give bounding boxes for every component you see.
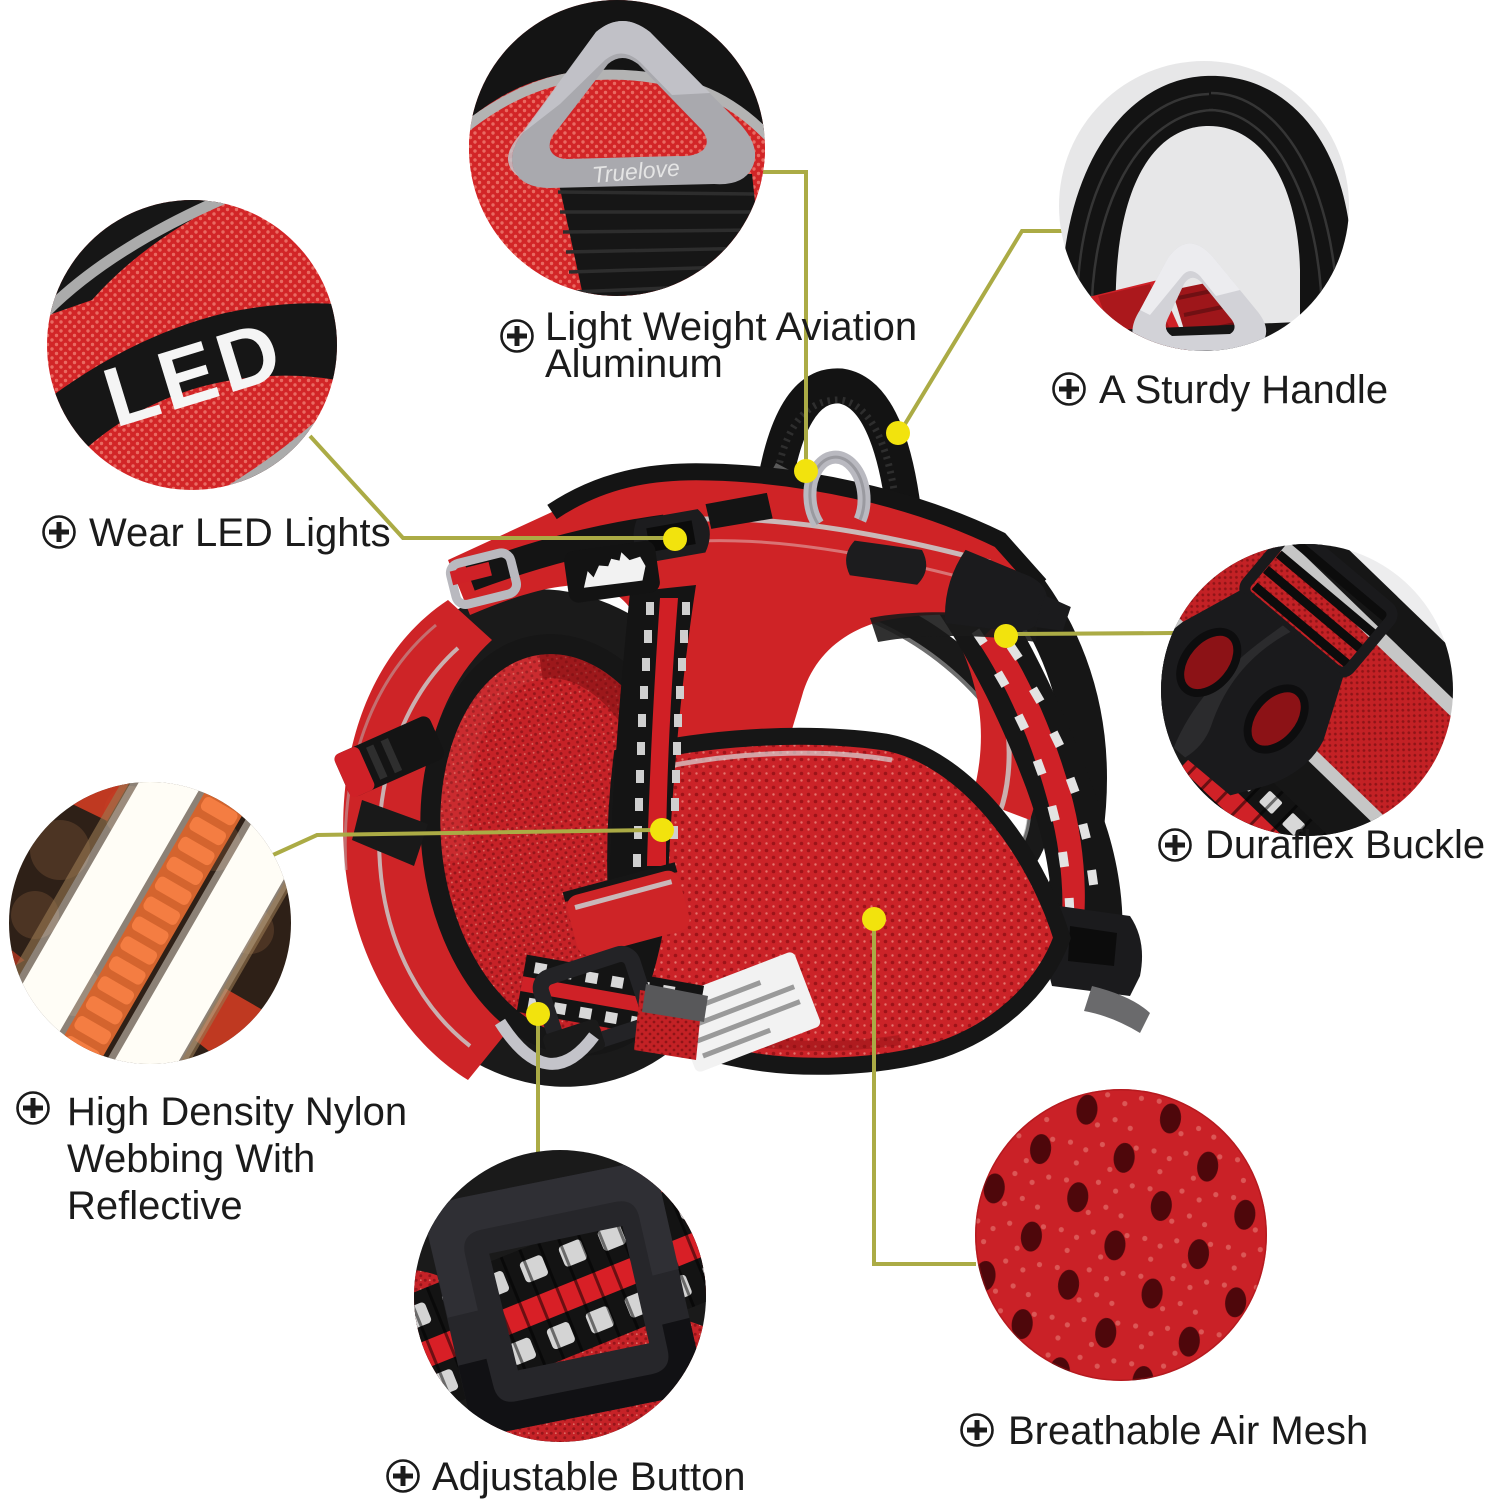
svg-text:Reflective: Reflective: [67, 1184, 243, 1228]
svg-text:Webbing With: Webbing With: [67, 1137, 315, 1181]
svg-text:A Sturdy Handle: A Sturdy Handle: [1099, 368, 1388, 412]
svg-text:Breathable Air Mesh: Breathable Air Mesh: [1008, 1409, 1368, 1453]
svg-text:Duraflex Buckle: Duraflex Buckle: [1205, 823, 1485, 867]
svg-text:Adjustable Button: Adjustable Button: [432, 1455, 746, 1499]
svg-text:High Density Nylon: High Density Nylon: [67, 1090, 407, 1134]
svg-text:Aluminum: Aluminum: [545, 342, 723, 386]
svg-text:Light Weight Aviation: Light Weight Aviation: [545, 305, 917, 349]
svg-text:Wear LED Lights: Wear LED Lights: [89, 511, 391, 555]
